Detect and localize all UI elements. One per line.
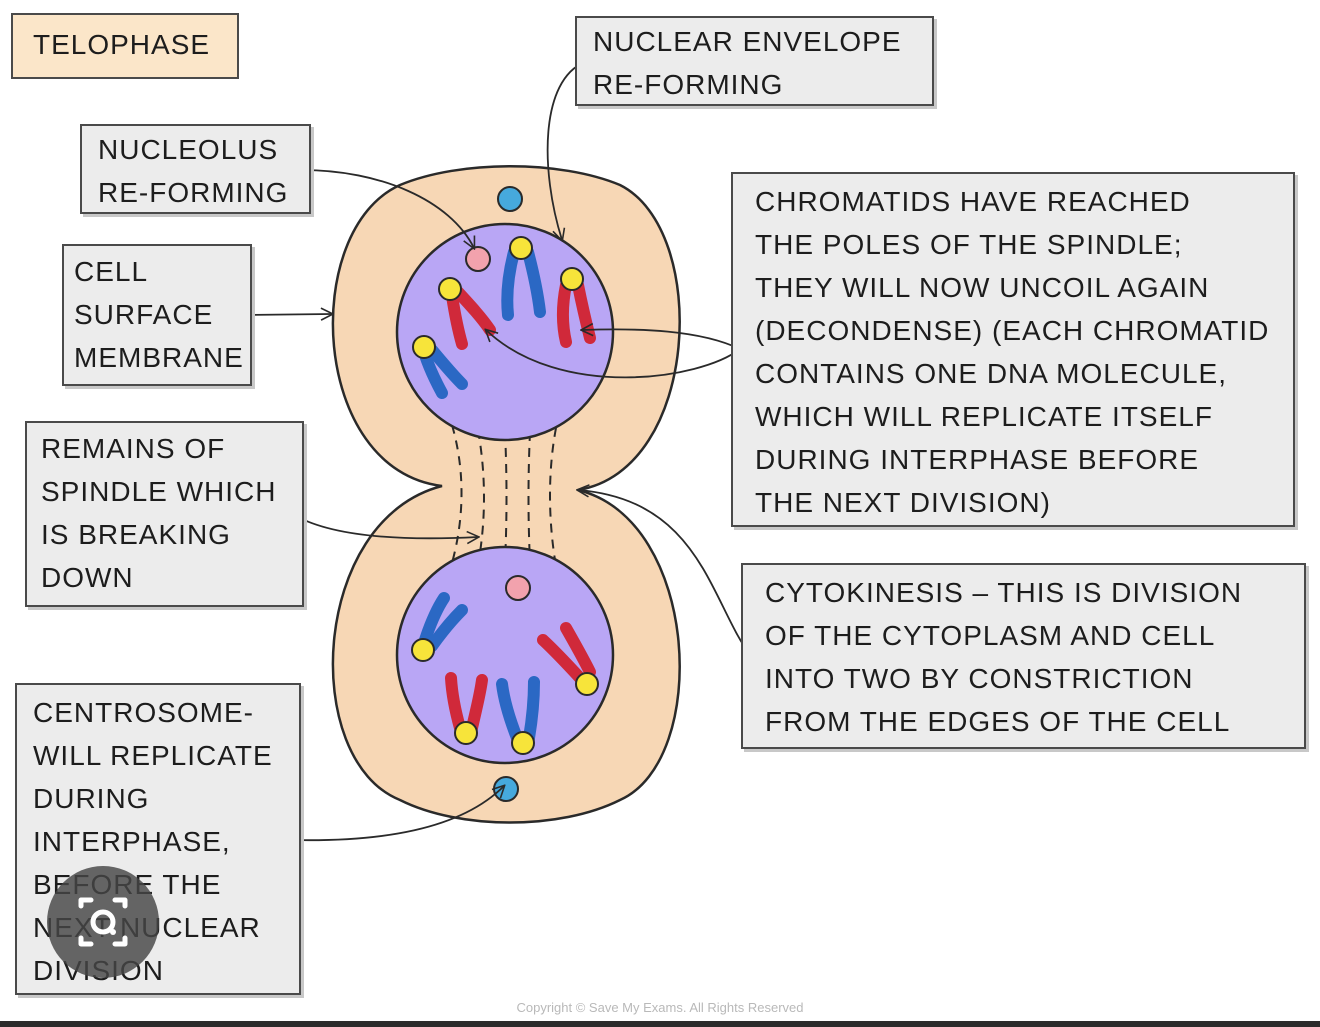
- label-line: (DECONDENSE) (EACH CHROMATID: [755, 315, 1270, 346]
- label-line: THE NEXT DIVISION): [755, 487, 1051, 518]
- label-line: FROM THE EDGES OF THE CELL: [765, 706, 1231, 737]
- arrow-cell-membrane: [242, 314, 332, 315]
- arrow-nucleolus: [301, 169, 474, 248]
- label-line: INTO TWO BY CONSTRICTION: [765, 663, 1194, 694]
- label-line: CENTROSOME-: [33, 697, 254, 728]
- label-line: THE POLES OF THE SPINDLE;: [755, 229, 1183, 260]
- label-centrosome: CENTROSOME- WILL REPLICATE DURING INTERP…: [15, 683, 301, 995]
- label-spindle-remains: REMAINS OF SPINDLE WHICH IS BREAKING DOW…: [25, 421, 304, 607]
- label-cell-surface-membrane: CELL SURFACE MEMBRANE: [62, 244, 252, 386]
- arrow-chromatids-b: [486, 330, 741, 379]
- label-line: CELL: [74, 256, 149, 287]
- label-line: SURFACE: [74, 299, 214, 330]
- label-line: REMAINS OF: [41, 433, 226, 464]
- upper-nucleus: [395, 222, 615, 442]
- label-nuclear-envelope: NUCLEAR ENVELOPE RE-FORMING: [575, 16, 934, 106]
- arrow-cytokinesis: [578, 490, 751, 656]
- nucleolus-bottom: [505, 575, 531, 601]
- copyright-notice: Copyright © Save My Exams. All Rights Re…: [516, 1000, 804, 1015]
- label-line: RE-FORMING: [593, 69, 784, 100]
- chromatids-lower: [411, 592, 599, 755]
- nucleolus-top: [465, 246, 491, 272]
- label-line: DOWN: [41, 562, 134, 593]
- label-line: CHROMATIDS HAVE REACHED: [755, 186, 1191, 217]
- label-line: THEY WILL NOW UNCOIL AGAIN: [755, 272, 1210, 303]
- label-line: CONTAINS ONE DNA MOLECULE,: [755, 358, 1228, 389]
- centrosome-bottom: [493, 776, 519, 802]
- label-line: WHICH WILL REPLICATE ITSELF: [755, 401, 1213, 432]
- label-line: MEMBRANE: [74, 342, 244, 373]
- lens-icon[interactable]: [47, 866, 159, 978]
- bottom-bar: [0, 1021, 1320, 1027]
- label-line: INTERPHASE,: [33, 826, 231, 857]
- label-arrows: [242, 61, 751, 842]
- label-line: OF THE CYTOPLASM AND CELL: [765, 620, 1216, 651]
- label-line: CYTOKINESIS – THIS IS DIVISION: [765, 577, 1243, 608]
- arrow-nuclear-envelope: [546, 61, 586, 240]
- label-line: IS BREAKING: [41, 519, 231, 550]
- chromatids-upper: [412, 236, 596, 399]
- label-line: WILL REPLICATE: [33, 740, 273, 771]
- label-nucleolus: NUCLEOLUS RE-FORMING: [80, 124, 311, 214]
- label-line: RE-FORMING: [98, 177, 289, 208]
- page-title: TELOPHASE: [11, 13, 239, 79]
- label-chromatids: CHROMATIDS HAVE REACHED THE POLES OF THE…: [731, 172, 1295, 527]
- label-line: NUCLEAR ENVELOPE: [593, 26, 902, 57]
- label-line: SPINDLE WHICH: [41, 476, 277, 507]
- label-cytokinesis: CYTOKINESIS – THIS IS DIVISION OF THE CY…: [741, 563, 1306, 749]
- arrow-centrosome: [290, 786, 504, 842]
- arrow-chromatids-a: [582, 329, 741, 350]
- centrosome-top: [497, 186, 523, 212]
- arrow-spindle: [295, 515, 478, 538]
- label-line: DURING: [33, 783, 150, 814]
- title-text: TELOPHASE: [33, 29, 211, 60]
- label-line: NUCLEOLUS: [98, 134, 279, 165]
- label-line: DURING INTERPHASE BEFORE: [755, 444, 1200, 475]
